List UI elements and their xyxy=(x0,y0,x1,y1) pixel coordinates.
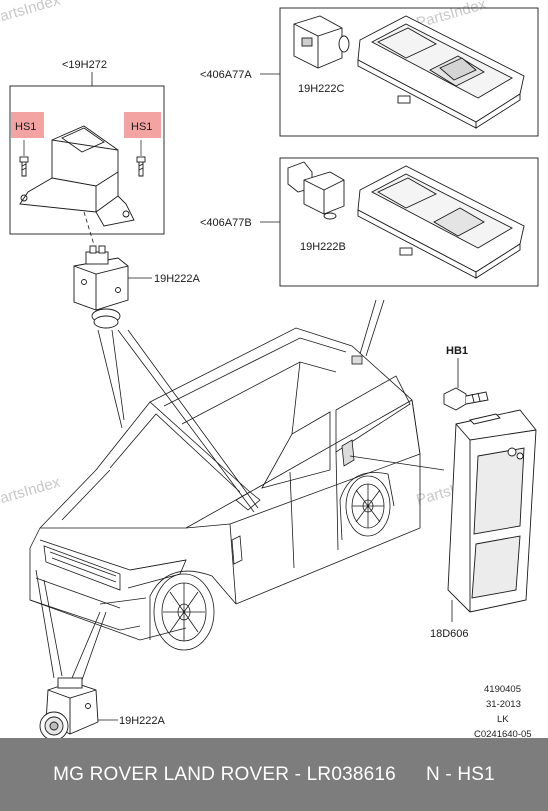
module-label: 18D606 xyxy=(430,628,469,640)
bracket-label: <19H272 xyxy=(62,59,107,71)
bracket-part-19h272 xyxy=(19,125,135,227)
camera-top-leaders xyxy=(97,329,259,513)
vehicle-outline xyxy=(29,327,421,651)
kit-a-part-label: 19H222C xyxy=(298,83,345,95)
reference-date: 31-2013 xyxy=(486,699,521,710)
screw-label-left: HS1 xyxy=(15,121,36,133)
bracket-box: <19H272 HS1 HS1 xyxy=(9,59,165,235)
camera-front-leaders xyxy=(35,569,107,681)
footer-suffix: N - HS1 xyxy=(425,763,495,785)
screw-icon-right xyxy=(136,156,146,177)
camera-front-label: 19H222A xyxy=(119,715,166,727)
watermark-mid-left: PartsIndex xyxy=(0,474,63,510)
screw-icon-left xyxy=(19,156,29,177)
bolt-label: HB1 xyxy=(446,345,468,357)
camera-top-label: 19H222A xyxy=(154,273,201,285)
parts-diagram: PartsIndex PartsIndex PartsIndex PartsIn… xyxy=(0,0,539,738)
module-part-18d606 xyxy=(447,409,537,613)
hs1-highlight-left xyxy=(11,112,44,138)
footer-title: MG ROVER LAND ROVER - LR038616 xyxy=(53,763,396,785)
bolt-icon-hb1 xyxy=(443,387,489,411)
kit-a-box: <406A77A 19H222C xyxy=(200,7,539,137)
reference-code: C0241640-05 xyxy=(474,729,532,738)
camera-part-19h222a-front xyxy=(39,677,99,738)
kit-b-housing-part xyxy=(357,165,525,279)
kit-b-label: <406A77B xyxy=(200,217,252,229)
kit-a-connector-part xyxy=(293,15,350,69)
screw-label-right: HS1 xyxy=(131,121,152,133)
reference-number: 4190405 xyxy=(484,684,521,695)
kit-b-connector-part xyxy=(287,161,345,220)
hs1-highlight-right xyxy=(124,112,161,138)
reference-block: 4190405 31-2013 LK C0241640-05 xyxy=(474,684,532,738)
camera-part-19h222a-top xyxy=(73,245,129,329)
kit-b-box: <406A77B 19H222B xyxy=(200,157,539,287)
watermark-top-left: PartsIndex xyxy=(0,0,63,28)
footer-bar: MG ROVER LAND ROVER - LR038616 N - HS1 xyxy=(0,738,548,811)
kit-a-label: <406A77A xyxy=(200,69,252,81)
kit-a-housing-part xyxy=(357,15,525,129)
kit-b-part-label: 19H222B xyxy=(300,241,346,253)
reference-region: LK xyxy=(497,714,509,725)
